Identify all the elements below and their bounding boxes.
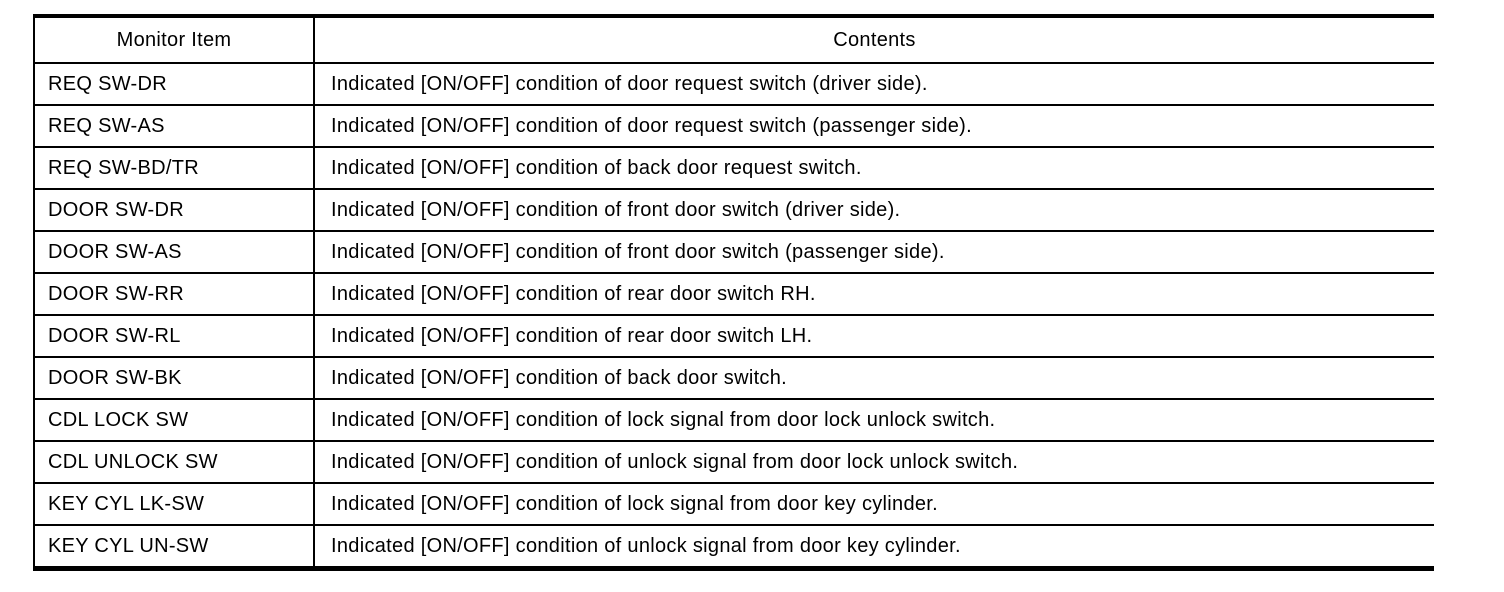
contents-cell: Indicated [ON/OFF] condition of front do… bbox=[314, 230, 1434, 274]
contents-cell: Indicated [ON/OFF] condition of door req… bbox=[314, 104, 1434, 148]
table-header: Monitor Item Contents bbox=[34, 15, 1434, 64]
table-row: REQ SW-AS Indicated [ON/OFF] condition o… bbox=[34, 104, 1434, 148]
table-row: REQ SW-DR Indicated [ON/OFF] condition o… bbox=[34, 62, 1434, 106]
column-header-contents: Contents bbox=[314, 15, 1434, 64]
monitor-item-cell: KEY CYL LK-SW bbox=[34, 482, 315, 526]
monitor-item-cell: REQ SW-BD/TR bbox=[34, 146, 315, 190]
contents-cell: Indicated [ON/OFF] condition of back doo… bbox=[314, 146, 1434, 190]
contents-cell: Indicated [ON/OFF] condition of lock sig… bbox=[314, 482, 1434, 526]
monitor-item-cell: DOOR SW-RL bbox=[34, 314, 315, 358]
table-row: DOOR SW-AS Indicated [ON/OFF] condition … bbox=[34, 230, 1434, 274]
monitor-item-cell: KEY CYL UN-SW bbox=[34, 524, 315, 570]
monitor-item-cell: REQ SW-AS bbox=[34, 104, 315, 148]
column-header-monitor-item: Monitor Item bbox=[34, 15, 315, 64]
table-row: CDL LOCK SW Indicated [ON/OFF] condition… bbox=[34, 398, 1434, 442]
table-row: KEY CYL UN-SW Indicated [ON/OFF] conditi… bbox=[34, 524, 1434, 570]
contents-cell: Indicated [ON/OFF] condition of rear doo… bbox=[314, 272, 1434, 316]
table-row: DOOR SW-BK Indicated [ON/OFF] condition … bbox=[34, 356, 1434, 400]
contents-cell: Indicated [ON/OFF] condition of unlock s… bbox=[314, 440, 1434, 484]
contents-cell: Indicated [ON/OFF] condition of front do… bbox=[314, 188, 1434, 232]
table-row: KEY CYL LK-SW Indicated [ON/OFF] conditi… bbox=[34, 482, 1434, 526]
table-body: REQ SW-DR Indicated [ON/OFF] condition o… bbox=[34, 62, 1434, 570]
header-row: Monitor Item Contents bbox=[34, 15, 1434, 64]
monitor-item-cell: DOOR SW-AS bbox=[34, 230, 315, 274]
monitor-item-cell: DOOR SW-RR bbox=[34, 272, 315, 316]
table-row: DOOR SW-RR Indicated [ON/OFF] condition … bbox=[34, 272, 1434, 316]
contents-cell: Indicated [ON/OFF] condition of unlock s… bbox=[314, 524, 1434, 570]
monitor-item-cell: CDL LOCK SW bbox=[34, 398, 315, 442]
table-row: REQ SW-BD/TR Indicated [ON/OFF] conditio… bbox=[34, 146, 1434, 190]
monitor-item-cell: REQ SW-DR bbox=[34, 62, 315, 106]
table-row: CDL UNLOCK SW Indicated [ON/OFF] conditi… bbox=[34, 440, 1434, 484]
monitor-item-table: Monitor Item Contents REQ SW-DR Indicate… bbox=[33, 14, 1434, 571]
table-row: DOOR SW-RL Indicated [ON/OFF] condition … bbox=[34, 314, 1434, 358]
monitor-item-cell: DOOR SW-DR bbox=[34, 188, 315, 232]
monitor-item-cell: DOOR SW-BK bbox=[34, 356, 315, 400]
contents-cell: Indicated [ON/OFF] condition of door req… bbox=[314, 62, 1434, 106]
table-row: DOOR SW-DR Indicated [ON/OFF] condition … bbox=[34, 188, 1434, 232]
contents-cell: Indicated [ON/OFF] condition of lock sig… bbox=[314, 398, 1434, 442]
contents-cell: Indicated [ON/OFF] condition of back doo… bbox=[314, 356, 1434, 400]
monitor-item-cell: CDL UNLOCK SW bbox=[34, 440, 315, 484]
contents-cell: Indicated [ON/OFF] condition of rear doo… bbox=[314, 314, 1434, 358]
